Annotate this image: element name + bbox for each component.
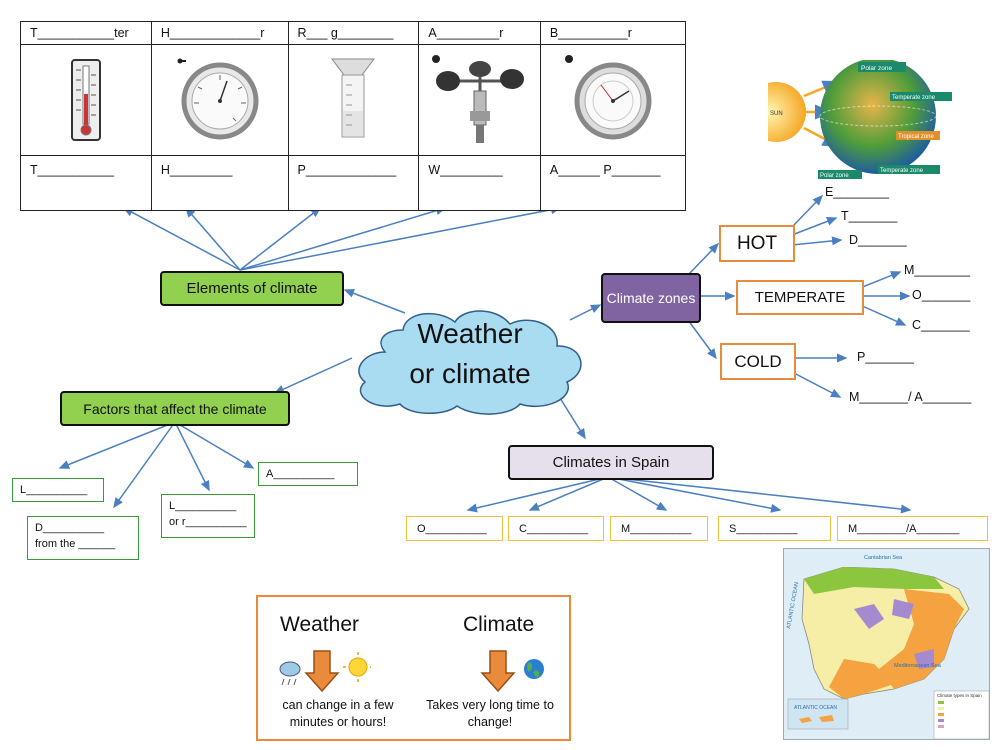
climate-zones-box: Climate zones — [601, 273, 701, 323]
earth-icon — [524, 659, 544, 679]
spain-climate-blank[interactable]: M__________ — [610, 516, 708, 541]
hot-zone-box: HOT — [719, 225, 795, 262]
sun-icon — [343, 652, 371, 682]
tropical-zone-label: Tropical zone — [898, 134, 934, 140]
temperate-item-blank[interactable]: C_______ — [912, 318, 970, 332]
anemometer-icon — [418, 44, 541, 156]
polar-zone-bottom-label: Polar zone — [820, 173, 849, 179]
hot-item-blank[interactable]: E________ — [825, 185, 889, 199]
map-ocean-label: ATLANTIC OCEAN — [786, 582, 800, 630]
instrument-name-blank[interactable]: H_____________r — [150, 21, 289, 45]
hot-item-blank[interactable]: T_______ — [841, 209, 898, 223]
weather-icons — [279, 650, 371, 693]
temperate-item-blank[interactable]: M________ — [904, 263, 971, 277]
climates-in-spain-box: Climates in Spain — [508, 445, 714, 480]
factors-box: Factors that affect the climate — [60, 391, 290, 426]
center-title-line2: or climate — [409, 358, 531, 389]
polar-zone-top-label: Polar zone — [861, 65, 892, 72]
elements-of-climate-box: Elements of climate — [160, 271, 344, 306]
weather-instruments-table: T___________ter H_____________r R___ g__… — [20, 21, 687, 211]
cloud-rain-icon — [279, 661, 301, 686]
factor-landforms-line2: or r__________ — [169, 515, 247, 528]
thermometer-icon — [20, 44, 152, 156]
instrument-name-blank[interactable]: A_________r — [418, 21, 541, 45]
hot-item-blank[interactable]: D_______ — [849, 233, 907, 247]
measure-blank[interactable]: H_________ — [150, 155, 289, 211]
spain-climate-blank[interactable]: O__________ — [406, 516, 503, 541]
center-title-line1: Weather — [417, 318, 523, 349]
spain-climate-map: Climate types in Spain Cantabrian Sea Me… — [783, 548, 990, 740]
factor-landforms-line1: L__________ — [169, 500, 237, 512]
cold-zone-box: COLD — [720, 343, 796, 380]
instrument-name-blank[interactable]: R___ g________ — [287, 21, 420, 45]
weather-or-climate-cloud: Weather or climate — [345, 300, 595, 415]
factor-distance-blank[interactable]: D__________ from the ______ — [27, 516, 139, 560]
factor-distance-line1: D__________ — [35, 522, 105, 534]
spain-climate-blank[interactable]: S__________ — [718, 516, 831, 541]
cold-item-blank[interactable]: P_______ — [857, 350, 915, 364]
climate-heading: Climate — [463, 613, 535, 636]
rain-gauge-icon — [287, 44, 420, 156]
temperate-item-blank[interactable]: O_______ — [912, 288, 971, 302]
factor-latitude-blank[interactable]: L__________ — [12, 478, 104, 502]
temperate-zone-bottom-label: Temperate zone — [880, 168, 924, 174]
map-ocean2-label: ATLANTIC OCEAN — [794, 705, 837, 711]
map-sea-top: Cantabrian Sea — [864, 555, 903, 561]
weather-description: can change in a few minutes or hours! — [282, 698, 394, 729]
climate-icons — [480, 650, 544, 693]
weather-heading: Weather — [280, 613, 359, 636]
hygrometer-icon — [150, 44, 289, 156]
instrument-name-blank[interactable]: B__________r — [539, 21, 687, 45]
instrument-name-blank[interactable]: T___________ter — [20, 21, 152, 45]
factor-landforms-blank[interactable]: L__________ or r__________ — [161, 494, 255, 538]
down-arrow-icon — [480, 650, 516, 693]
cold-item-blank[interactable]: M_______/ A_______ — [849, 390, 972, 404]
map-med-label: Mediterranean Sea — [894, 663, 942, 669]
weather-climate-legend: Weather Climate can change in a few minu… — [256, 595, 571, 741]
climate-description: Takes very long time to change! — [426, 698, 554, 729]
factor-altitude-blank[interactable]: A__________ — [258, 462, 358, 486]
temperate-zone-top-label: Temperate zone — [892, 95, 936, 101]
measure-blank[interactable]: W_________ — [418, 155, 541, 211]
measure-blank[interactable]: A______ P_______ — [539, 155, 687, 211]
map-legend-title: Climate types in Spain — [937, 693, 982, 698]
spain-climate-blank[interactable]: C__________ — [508, 516, 604, 541]
measure-blank[interactable]: P_____________ — [287, 155, 420, 211]
sun-label: SUN — [770, 111, 783, 117]
down-arrow-icon — [304, 650, 340, 693]
factor-distance-line2: from the ______ — [35, 537, 116, 550]
earth-climate-zones-illustration: SUN Polar zone Temperate zone Tropical z… — [746, 58, 958, 180]
measure-blank[interactable]: T___________ — [20, 155, 152, 211]
barometer-icon — [539, 44, 687, 156]
spain-climate-blank[interactable]: M________/A_______ — [837, 516, 988, 541]
temperate-zone-box: TEMPERATE — [736, 280, 864, 315]
